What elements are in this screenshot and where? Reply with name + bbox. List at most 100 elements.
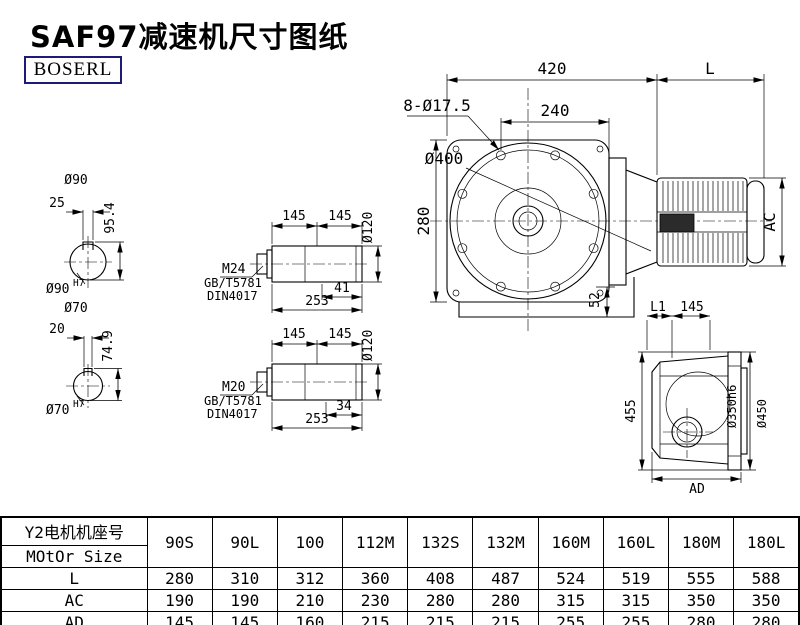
label-thread-m20: M20	[222, 380, 245, 395]
table-cell: 312	[276, 567, 344, 590]
table-cell: 487	[472, 567, 539, 590]
dim-shaft-dia-90: Ø90	[64, 173, 87, 188]
table-cell: 145	[211, 611, 278, 625]
dim-key-width-20: 20	[49, 322, 65, 337]
table-row: AD 145 145 160 215 215 215 255 255 280 2…	[0, 611, 800, 625]
dim-dia-450: Ø450	[755, 399, 769, 428]
shaft-end-view-70: 20 Ø70 74.9 Ø70 H7	[46, 301, 122, 418]
dim-bore-tol-70: H7	[73, 399, 84, 410]
col-header: 100	[276, 516, 344, 568]
table-cell: 280	[667, 611, 735, 625]
front-view: 420 L 240 8-Ø17.5 Ø400 280 52	[403, 59, 786, 334]
dim-motor-length: L	[705, 59, 715, 78]
dim-dia-350h6: Ø350h6	[725, 385, 739, 428]
dim-motor-height: AC	[760, 212, 779, 231]
dim-bore-tol-90: H7	[73, 278, 84, 289]
table-cell: 255	[537, 611, 604, 625]
dim-240: 240	[541, 101, 570, 120]
dim-420: 420	[538, 59, 567, 78]
dim-253-top: 253	[305, 294, 328, 309]
col-header: 90S	[146, 516, 213, 568]
table-row: AC 190 190 210 230 280 280 315 315 350 3…	[0, 589, 800, 612]
motor-terminal-block	[659, 213, 695, 233]
callout-bolt-holes: 8-Ø17.5	[403, 96, 470, 115]
table-cell: 160	[276, 611, 344, 625]
dimension-table: Y2电机机座号 MOtOr Size 90S 90L 100 112M 132S…	[0, 516, 800, 625]
dim-bore-fit-90: Ø90	[46, 282, 69, 297]
shaft-end-view-90: 25 Ø90 95.4 Ø90 H7	[46, 173, 124, 297]
table-cell: 555	[667, 567, 735, 590]
row-label: L	[0, 567, 148, 590]
side-view: L1 145 455 Ø350h6 Ø450 AD	[624, 300, 769, 497]
dim-253-bottom: 253	[305, 412, 328, 427]
table-cell: 350	[733, 589, 800, 612]
table-cell: 190	[146, 589, 213, 612]
table-cell: 310	[211, 567, 278, 590]
table-cell: 315	[602, 589, 670, 612]
dim-flange-diameter: Ø400	[425, 149, 464, 168]
col-header: 132S	[407, 516, 474, 568]
dim-145-c: 145	[282, 327, 305, 342]
table-header-cn: Y2电机机座号	[2, 518, 147, 546]
label-std-gb-top: GB/T5781	[204, 276, 262, 290]
dim-34: 34	[336, 399, 352, 414]
table-cell: 350	[667, 589, 735, 612]
dim-52: 52	[588, 292, 603, 308]
label-std-gb-bottom: GB/T5781	[204, 394, 262, 408]
dim-l1: L1	[650, 300, 666, 315]
table-row: L 280 310 312 360 408 487 524 519 555 58…	[0, 567, 800, 590]
dim-key-height-95-4: 95.4	[103, 202, 118, 233]
table-cell: 280	[733, 611, 800, 625]
table-cell: 524	[537, 567, 604, 590]
table-cell: 145	[146, 611, 213, 625]
dim-ad: AD	[689, 482, 705, 497]
motor-size-header: Y2电机机座号 MOtOr Size	[0, 516, 148, 568]
table-cell: 280	[472, 589, 539, 612]
col-header: 160M	[537, 516, 604, 568]
table-cell: 215	[407, 611, 474, 625]
col-header: 180M	[667, 516, 735, 568]
dim-dia-120-bottom: Ø120	[361, 330, 376, 361]
table-cell: 588	[733, 567, 800, 590]
table-cell: 360	[342, 567, 409, 590]
col-header: 132M	[472, 516, 539, 568]
dim-key-width-25: 25	[49, 196, 65, 211]
shaft-detail-m24: 145 145 Ø120 41 253 M24 GB/T5781 DIN4017	[204, 209, 382, 313]
table-cell: 190	[211, 589, 278, 612]
label-thread-m24: M24	[222, 262, 246, 277]
dim-145-side: 145	[680, 300, 703, 315]
col-header: 180L	[733, 516, 800, 568]
table-header-row: Y2电机机座号 MOtOr Size 90S 90L 100 112M 132S…	[0, 516, 800, 568]
dim-145-d: 145	[328, 327, 351, 342]
dim-dia-120-top: Ø120	[361, 212, 376, 243]
dim-bore-fit-70: Ø70	[46, 403, 69, 418]
table-cell: 210	[276, 589, 344, 612]
page-title: SAF97减速机尺寸图纸	[30, 20, 349, 54]
dim-145-a: 145	[282, 209, 305, 224]
table-header-en: MOtOr Size	[26, 547, 123, 566]
table-cell: 215	[472, 611, 539, 625]
table-cell: 215	[342, 611, 409, 625]
table-cell: 280	[407, 589, 474, 612]
dim-41: 41	[334, 281, 350, 296]
label-std-din-bottom: DIN4017	[207, 407, 258, 421]
dim-key-height-74-9: 74.9	[101, 330, 116, 361]
brand-logo: BOSERL	[24, 56, 122, 84]
col-header: 160L	[602, 516, 670, 568]
row-label: AC	[0, 589, 148, 612]
technical-drawing: 420 L 240 8-Ø17.5 Ø400 280 52	[46, 59, 786, 497]
dim-145-b: 145	[328, 209, 351, 224]
label-std-din-top: DIN4017	[207, 289, 258, 303]
table-cell: 230	[342, 589, 409, 612]
dim-shaft-dia-70: Ø70	[64, 301, 87, 316]
table-cell: 519	[602, 567, 670, 590]
table-cell: 408	[407, 567, 474, 590]
col-header: 112M	[342, 516, 409, 568]
shaft-detail-m20: 145 145 Ø120 34 253 M20 GB/T5781 DIN4017	[204, 327, 382, 431]
dim-455: 455	[624, 399, 639, 422]
table-cell: 280	[146, 567, 213, 590]
dim-280: 280	[414, 207, 433, 236]
col-header: 90L	[211, 516, 278, 568]
table-cell: 255	[602, 611, 670, 625]
